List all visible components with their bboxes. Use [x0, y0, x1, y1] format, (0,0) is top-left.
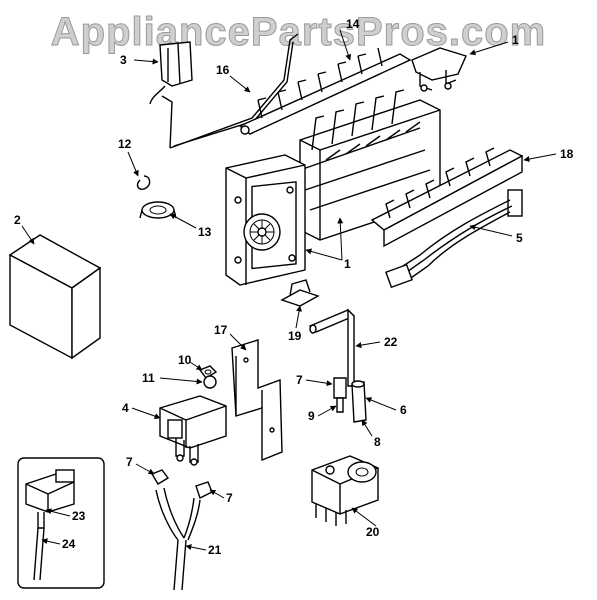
callout-11: 11 — [142, 371, 155, 385]
callout-1-body: 1 — [344, 257, 351, 271]
part-22 — [308, 308, 356, 387]
callout-3: 3 — [120, 53, 127, 67]
callout-20: 20 — [366, 525, 380, 539]
callout-9: 9 — [308, 409, 315, 423]
callout-14: 14 — [346, 17, 360, 31]
callout-21: 21 — [208, 543, 222, 557]
callout-12: 12 — [118, 137, 132, 151]
callout-13: 13 — [198, 225, 212, 239]
part-2 — [8, 234, 102, 360]
callout-22: 22 — [384, 335, 398, 349]
callout-19: 19 — [288, 329, 302, 343]
part-16 — [161, 33, 299, 149]
part-10 — [198, 365, 218, 379]
callout-4: 4 — [122, 401, 129, 415]
part-14 — [238, 47, 412, 135]
part-20 — [311, 455, 379, 526]
callout-8: 8 — [374, 435, 381, 449]
part-1-cover — [411, 47, 467, 92]
leader-lines — [21, 29, 557, 551]
part-8-fitting — [351, 380, 367, 423]
callout-7-top: 7 — [296, 373, 303, 387]
callout-6: 6 — [400, 403, 407, 417]
part-18 — [370, 147, 524, 248]
part-12 — [136, 175, 151, 190]
callout-18: 18 — [560, 147, 574, 161]
callout-7-left: 7 — [126, 455, 133, 469]
part-5 — [385, 189, 523, 289]
callout-24: 24 — [62, 537, 76, 551]
part-9-fitting — [333, 377, 347, 413]
part-13 — [139, 201, 177, 219]
part-3 — [149, 41, 193, 105]
inset-box — [17, 457, 105, 589]
callout-5: 5 — [516, 231, 523, 245]
part-17 — [231, 339, 283, 462]
part-7-nut-right — [195, 481, 213, 499]
callout-10: 10 — [178, 353, 192, 367]
callout-7-right: 7 — [226, 491, 233, 505]
callout-16: 16 — [216, 63, 230, 77]
part-4 — [159, 395, 227, 466]
watermark: AppliancePartsPros.com — [50, 10, 547, 55]
callout-2: 2 — [14, 213, 21, 227]
part-19 — [280, 279, 320, 307]
callouts: 3 16 14 1 12 13 1 18 5 2 19 22 17 10 11 … — [14, 17, 574, 557]
part-21 — [155, 487, 201, 591]
callout-23: 23 — [72, 509, 86, 523]
part-7-nut-left — [150, 469, 170, 485]
callout-1-top: 1 — [512, 33, 519, 47]
part-11 — [203, 375, 217, 389]
callout-17: 17 — [214, 323, 228, 337]
